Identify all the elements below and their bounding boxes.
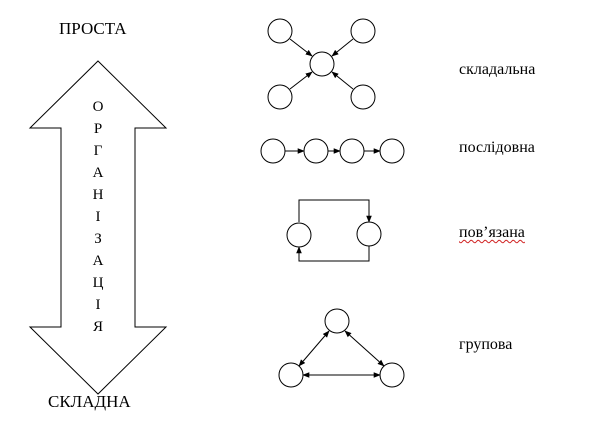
structure-label: складальна xyxy=(459,61,536,78)
edge-double-arrow xyxy=(298,330,330,367)
vertical-word-letter: Р xyxy=(94,121,102,137)
node-circle xyxy=(379,362,405,388)
edge-arrow xyxy=(331,38,354,57)
loop-edge-bottom xyxy=(296,246,370,262)
vertical-word-letter: А xyxy=(93,165,104,181)
node-circle xyxy=(356,221,382,247)
structure-label: послідовна xyxy=(459,139,535,156)
node-circle xyxy=(260,138,286,164)
node-circle xyxy=(267,84,293,110)
vertical-word-letter: А xyxy=(93,253,104,269)
vertical-word-letter: З xyxy=(94,231,102,247)
structure-label: групова xyxy=(459,336,513,353)
vertical-word-letter: Н xyxy=(93,187,104,203)
bottom-label: СКЛАДНА xyxy=(48,392,131,411)
double-headed-arrow xyxy=(28,60,168,395)
vertical-word-letter: І xyxy=(96,297,101,313)
structure-group xyxy=(278,308,405,388)
structure-sequential xyxy=(260,138,405,164)
vertical-word-letter: Ц xyxy=(93,275,104,291)
top-label: ПРОСТА xyxy=(59,19,127,38)
node-circle xyxy=(309,51,335,77)
structure-assembly xyxy=(267,18,376,110)
node-circle xyxy=(324,308,350,334)
node-circle xyxy=(286,222,312,248)
node-circle xyxy=(350,18,376,44)
edge-arrow xyxy=(289,71,313,90)
vertical-word-letter: О xyxy=(93,99,104,115)
node-circle xyxy=(278,362,304,388)
node-circle xyxy=(267,18,293,44)
node-circle xyxy=(339,138,365,164)
node-circle xyxy=(303,138,329,164)
edge-arrow xyxy=(289,38,313,57)
loop-edge-top xyxy=(298,199,372,223)
node-circle xyxy=(379,138,405,164)
vertical-word-letter: І xyxy=(96,209,101,225)
structure-linked xyxy=(286,199,382,262)
vertical-word-letter: Я xyxy=(93,319,103,335)
node-circle xyxy=(350,84,376,110)
vertical-word-letter: Г xyxy=(94,143,103,159)
edge-arrow xyxy=(331,71,354,90)
structure-label: пов’язана xyxy=(459,224,525,241)
edge-double-arrow xyxy=(344,330,385,367)
